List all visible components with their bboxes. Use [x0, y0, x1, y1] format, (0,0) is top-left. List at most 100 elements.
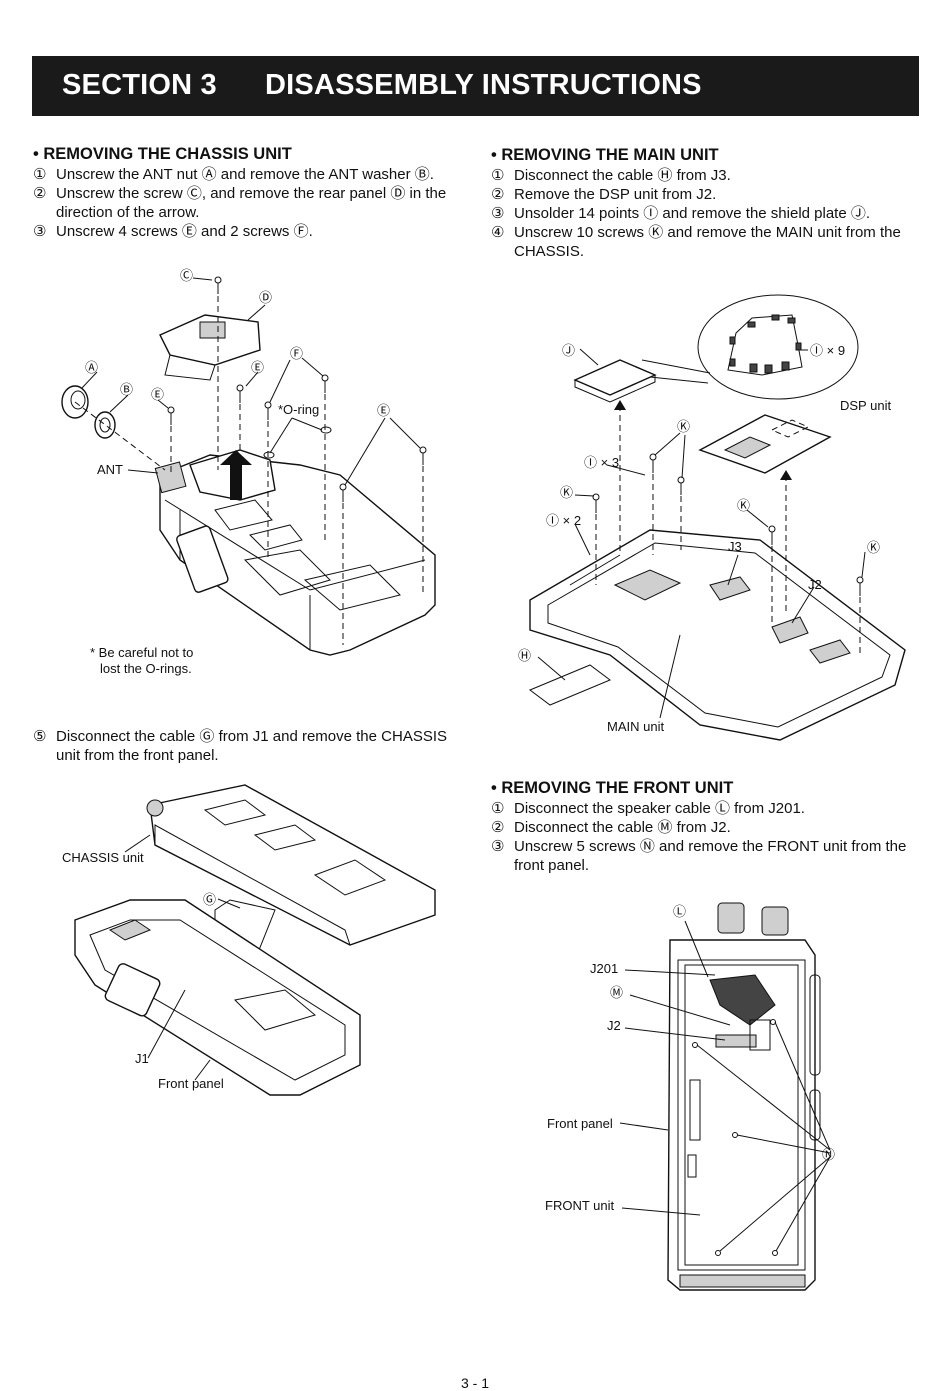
leader-line	[127, 469, 159, 474]
front-unit-heading: • REMOVING THE FRONT UNIT	[491, 779, 734, 797]
chassis-slot	[203, 799, 267, 826]
connector-j2	[715, 1034, 757, 1048]
leader-line	[861, 551, 866, 578]
leader-line	[574, 494, 595, 497]
rear-panel-latch	[199, 321, 226, 339]
leader-line	[245, 371, 259, 387]
arrow-up-icon	[780, 470, 792, 480]
leader-line	[791, 586, 815, 624]
screw-icon	[649, 453, 657, 473]
main-pcb-part	[809, 639, 851, 664]
detail-bubble	[697, 294, 859, 400]
leader-line	[217, 898, 241, 909]
leader-line	[774, 1021, 831, 1151]
main-unit-removal-drawing: Ⓙ Ⓘ × 9 DSP unit Ⓚ Ⓘ × 3 Ⓚ Ⓘ × 2 Ⓚ Ⓚ J3 …	[518, 294, 906, 741]
speaker-cable	[709, 974, 776, 1026]
screw-icon	[236, 384, 244, 403]
leader-line	[291, 417, 323, 431]
ant-washer-hole	[99, 417, 111, 433]
label-e: Ⓔ	[151, 387, 164, 402]
solder-point	[771, 314, 780, 321]
cable-h	[529, 664, 611, 706]
leader-line	[344, 417, 386, 486]
shield-plate	[573, 359, 657, 396]
label-j2: J2	[808, 577, 822, 592]
leader-line	[269, 417, 293, 454]
leader-line	[696, 1044, 831, 1151]
direction-arrow-icon	[220, 450, 252, 500]
main-pcb-edge	[569, 554, 621, 586]
label-e: Ⓔ	[251, 360, 264, 375]
screw-icon	[321, 374, 329, 393]
chassis-heading: • REMOVING THE CHASSIS UNIT	[33, 145, 292, 163]
label-o-ring: *O-ring	[278, 402, 319, 417]
antenna-connector	[154, 461, 187, 494]
chassis-edge-line	[164, 499, 426, 591]
label-l: Ⓛ	[673, 904, 686, 919]
solder-point	[795, 342, 802, 351]
solder-point	[729, 358, 736, 367]
label-front-unit: FRONT unit	[545, 1198, 614, 1213]
screw-icon	[772, 1250, 778, 1256]
leader-line	[681, 434, 686, 479]
screw-icon	[264, 401, 272, 420]
leader-line	[654, 432, 681, 456]
o-ring	[320, 426, 332, 434]
front-panel-recess	[233, 989, 317, 1031]
label-main-unit: MAIN unit	[607, 719, 664, 734]
label-j3: J3	[728, 539, 742, 554]
main-unit-removal-figure: Ⓙ Ⓘ × 9 DSP unit Ⓚ Ⓘ × 3 Ⓚ Ⓘ × 2 Ⓚ Ⓚ J3 …	[510, 285, 930, 755]
solder-point	[729, 336, 736, 345]
label-front-panel: Front panel	[158, 1076, 224, 1091]
main-chassis-inner	[547, 542, 891, 728]
label-i-times-2: Ⓘ × 2	[546, 513, 581, 528]
leader-line	[619, 1122, 669, 1131]
side-button	[809, 1089, 821, 1141]
label-h: Ⓗ	[518, 648, 531, 663]
bubble-pointer	[641, 359, 711, 384]
chassis-slot	[249, 524, 303, 551]
leader-line	[727, 554, 739, 586]
rear-panel-edge	[164, 354, 216, 381]
label-g: Ⓖ	[203, 892, 216, 907]
label-e: Ⓔ	[377, 403, 390, 418]
leader-line	[629, 994, 731, 1026]
screw-icon	[419, 446, 427, 465]
leader-line	[775, 1156, 831, 1252]
side-button	[176, 525, 229, 593]
label-i-times-3: Ⓘ × 3	[584, 455, 619, 470]
front-unit-board-inner	[684, 964, 799, 1266]
knob	[717, 902, 745, 934]
side-button	[809, 974, 821, 1076]
label-k: Ⓚ	[737, 498, 750, 513]
o-ring	[263, 451, 275, 459]
o-ring-note-line2: lost the O-rings.	[100, 661, 192, 676]
screw-icon	[339, 483, 347, 502]
o-ring-note-line1: * Be careful not to	[90, 645, 193, 660]
section-title: DISASSEMBLY INSTRUCTIONS	[265, 69, 702, 101]
screw-icon	[167, 406, 175, 425]
leader-line	[746, 509, 769, 528]
label-f: Ⓕ	[290, 346, 303, 361]
label-k: Ⓚ	[677, 419, 690, 434]
battery-recess	[243, 549, 331, 596]
leader-line	[147, 989, 186, 1059]
leader-line	[192, 277, 213, 281]
leader-line	[624, 1027, 726, 1041]
front-unit-bottom-strip	[679, 1274, 806, 1288]
label-k: Ⓚ	[560, 485, 573, 500]
chassis-slot	[313, 859, 387, 896]
front-panel-window	[104, 963, 161, 1017]
screw-icon	[856, 576, 864, 596]
battery-recess	[303, 564, 401, 611]
ant-nut-hole	[70, 390, 86, 410]
